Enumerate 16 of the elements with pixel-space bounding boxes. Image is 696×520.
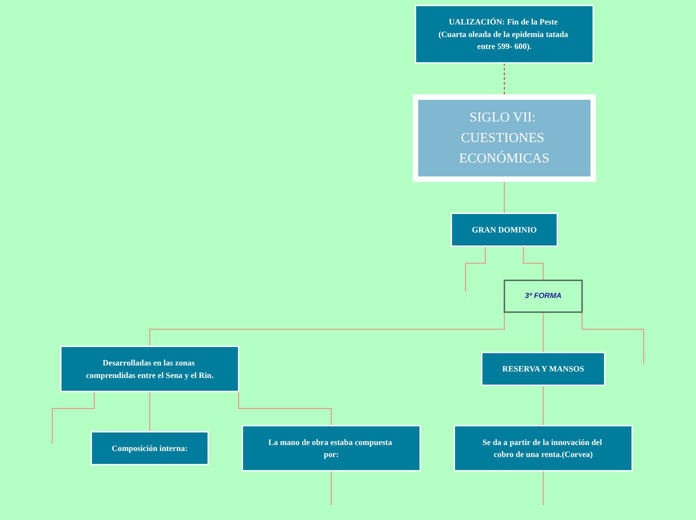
node-box: Desarrolladas en las zonas comprendidas entre el Sena y el Rin.	[60, 346, 240, 392]
node-box: GRAN DOMINIO	[450, 212, 558, 247]
connector	[522, 246, 544, 281]
connector	[542, 385, 544, 426]
connector	[149, 391, 150, 432]
connector	[542, 312, 544, 353]
connector	[542, 470, 544, 506]
connector	[52, 391, 95, 444]
node-box: RESERVA Y MANSOS	[481, 352, 606, 386]
node-box: Composición interna:	[90, 431, 209, 466]
node-box: UALIZACIÓN: Fin de la Peste (Cuarta oleada de la epidemia tatada entre 599- 600).	[414, 4, 594, 64]
connector	[330, 470, 332, 506]
connector	[464, 246, 486, 292]
node-box: SIGLO VII: CUESTIONES ECONÓMICAS	[412, 94, 596, 182]
node-box: La mano de obra estaba compuesta por:	[242, 424, 421, 472]
node-box: Se da a partir de la innovación del cobro de una renta.(Corvea)	[454, 424, 633, 472]
